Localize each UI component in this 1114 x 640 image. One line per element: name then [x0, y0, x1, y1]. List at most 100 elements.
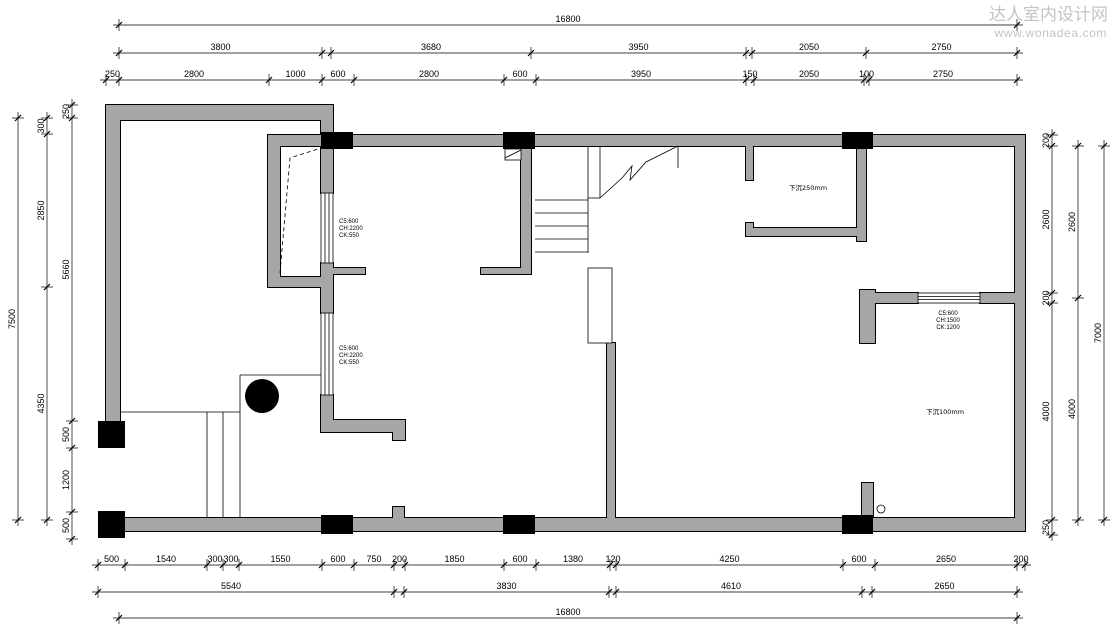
dimension-tick: [1074, 516, 1082, 524]
dimension-tick: [115, 21, 123, 29]
dimension-tick: [1074, 142, 1082, 150]
dimension-tick: [43, 130, 51, 138]
dimension-tick: [865, 76, 873, 84]
column: [98, 421, 125, 448]
dimension-tick: [1013, 588, 1021, 596]
dimension-label: 3800: [210, 42, 230, 52]
courtyard-lines: [120, 374, 321, 518]
dimension-label: 2800: [184, 69, 204, 79]
window: [917, 292, 981, 304]
dimension-label: 100: [859, 69, 874, 79]
dimension-tick: [862, 49, 870, 57]
dimension-label: 200: [1041, 290, 1051, 305]
dimension-label: 600: [851, 554, 866, 564]
dimension-tick: [327, 49, 335, 57]
dimension-label: 200: [1041, 133, 1051, 148]
dimension-tick: [115, 614, 123, 622]
dimension-label: 1380: [563, 554, 583, 564]
dimension-tick: [1048, 131, 1056, 139]
window-annotation: C5:600 CH:1500 CK:1200: [936, 311, 960, 331]
dimension-tick: [115, 49, 123, 57]
dimension-label: 2050: [799, 42, 819, 52]
window-label: CH:2200: [339, 353, 363, 359]
dimension-tick: [1048, 289, 1056, 297]
dimension-tick: [43, 114, 51, 122]
dimension-label: 2850: [36, 200, 46, 220]
dimension-label: 300: [36, 118, 46, 133]
dimension-label: 2750: [933, 69, 953, 79]
dimension-tick: [1048, 299, 1056, 307]
dimension-label: 500: [61, 518, 71, 533]
dimension-tick: [1074, 294, 1082, 302]
dimension-tick: [1048, 531, 1056, 539]
window: [320, 192, 334, 264]
dimension-tick: [14, 114, 22, 122]
dimension-label: 3830: [496, 581, 516, 591]
stair-balustrade: [587, 267, 613, 344]
dimension-tick: [318, 76, 326, 84]
dimension-label: 2600: [1067, 212, 1077, 232]
dimension-tick: [318, 49, 326, 57]
dimension-tick: [68, 101, 76, 109]
dimension-label: 500: [104, 554, 119, 564]
dimension-label: 2600: [1041, 209, 1051, 229]
column: [842, 132, 873, 149]
column: [842, 515, 873, 534]
dimension-tick: [1100, 142, 1108, 150]
window-label: C5:600: [339, 346, 359, 352]
dimension-label: 600: [330, 554, 345, 564]
dim-top-overall: 16800: [113, 14, 1023, 31]
dimension-label: 120: [605, 554, 620, 564]
window-label: CK:550: [339, 360, 360, 366]
dimension-tick: [860, 76, 868, 84]
dimension-tick: [115, 76, 123, 84]
dimension-label: 5540: [221, 581, 241, 591]
dimension-tick: [750, 76, 758, 84]
dimension-tick: [1100, 516, 1108, 524]
window-label: CH:2200: [339, 226, 363, 232]
dimension-label: 16800: [555, 607, 580, 617]
sunken-room-label: 下沉250mm: [789, 184, 827, 192]
dimension-label: 600: [512, 554, 527, 564]
dimension-label: 250: [61, 104, 71, 119]
dimension-label: 600: [512, 69, 527, 79]
walls-outline: [105, 104, 1026, 532]
window-label: CH:1500: [936, 318, 960, 324]
window-annotation: C5:600 CH:2200 CK:550: [339, 346, 363, 366]
dimension-tick: [14, 516, 22, 524]
watermark-url: www.wonadea.com: [994, 26, 1107, 40]
dimension-label: 2800: [419, 69, 439, 79]
watermark-site-name: 达人室内设计网: [989, 5, 1108, 25]
dimension-label: 7000: [1093, 323, 1103, 343]
column: [321, 515, 353, 534]
dimension-label: 3680: [421, 42, 441, 52]
dimension-tick: [203, 561, 211, 569]
dimension-tick: [612, 561, 620, 569]
dimension-label: 600: [330, 69, 345, 79]
dimension-tick: [858, 588, 866, 596]
dimension-tick: [532, 561, 540, 569]
dimension-tick: [318, 561, 326, 569]
dimension-tick: [606, 561, 614, 569]
dim-left-overall: 7500: [7, 112, 24, 526]
dimension-tick: [68, 444, 76, 452]
dimension-tick: [868, 588, 876, 596]
dimension-label: 4610: [721, 581, 741, 591]
column: [503, 132, 535, 149]
dimension-tick: [1048, 142, 1056, 150]
sunken-area-label: 下沉100mm: [926, 408, 964, 416]
dimension-tick: [1013, 49, 1021, 57]
window-label: C5:600: [339, 219, 359, 225]
dimension-label: 1550: [270, 554, 290, 564]
tree-planter: [245, 379, 279, 413]
dimension-label: 300: [223, 554, 238, 564]
dimension-tick: [500, 76, 508, 84]
dimension-label: 750: [366, 554, 381, 564]
